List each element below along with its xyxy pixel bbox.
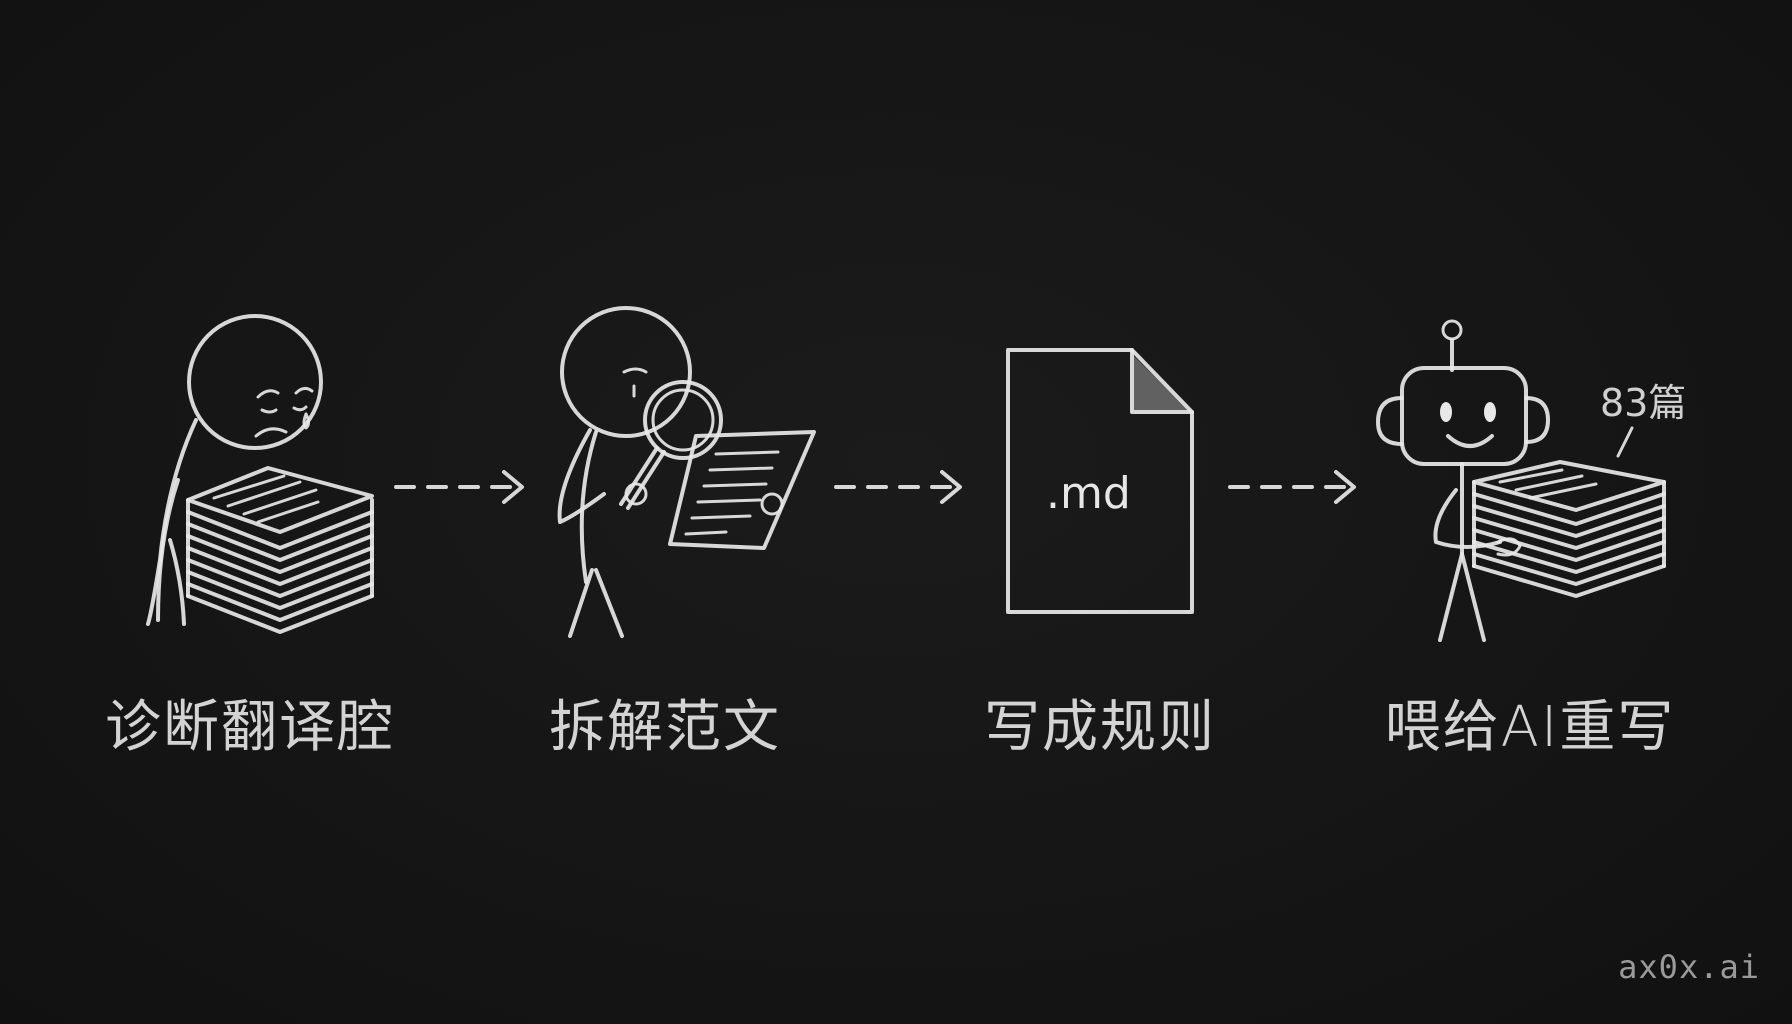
dashed-arrow-icon xyxy=(834,470,962,504)
worried-person-with-paper-stack-icon xyxy=(146,314,374,634)
robot-with-paper-stack-icon xyxy=(1376,319,1666,642)
step-label-diagnose: 诊断翻译腔 xyxy=(105,695,395,760)
dashed-arrow-icon xyxy=(394,470,524,504)
markdown-file-icon: .md xyxy=(1006,348,1194,614)
dashed-arrow-icon xyxy=(1228,470,1356,504)
step-label-write-rules: 写成规则 xyxy=(984,695,1216,760)
watermark: ax0x.ai xyxy=(1618,948,1760,986)
step-label-deconstruct: 拆解范文 xyxy=(549,695,781,760)
step-label-feed-ai: 喂给AI重写 xyxy=(1384,695,1676,760)
paper-count-annotation: 83篇 xyxy=(1600,381,1687,425)
person-with-magnifying-glass-icon xyxy=(557,306,816,638)
file-extension-label: .md xyxy=(1046,468,1131,519)
